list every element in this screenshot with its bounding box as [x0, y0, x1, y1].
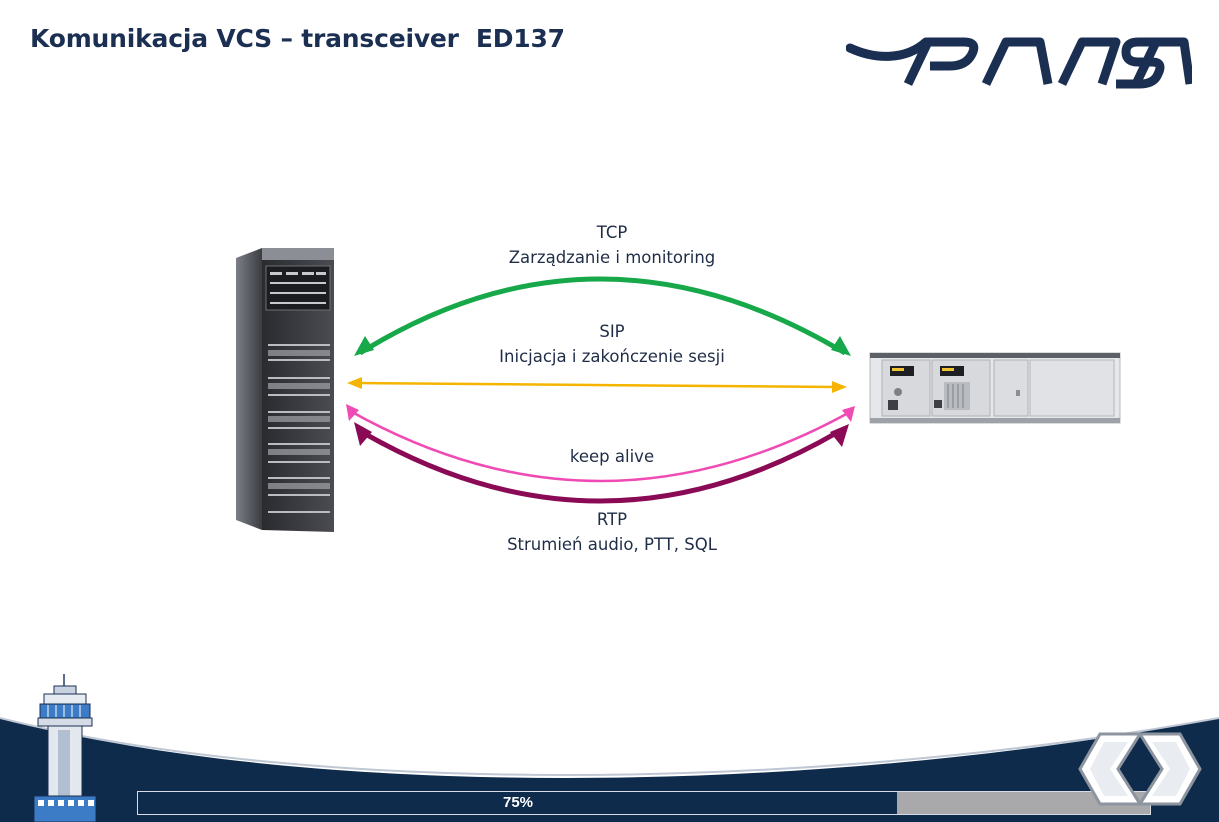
pansa-logo [846, 37, 1192, 89]
next-slide-button[interactable] [1138, 732, 1202, 806]
tcp-description: Zarządzanie i monitoring [508, 248, 716, 267]
sip-description: Inicjacja i zakończenie sesji [499, 347, 725, 366]
rtp-label: RTP Strumień audio, PTT, SQL [412, 507, 812, 557]
progress-bar: 75% [137, 791, 1151, 815]
rtp-arrow [360, 429, 840, 504]
sip-label: SIP Inicjacja i zakończenie sesji [412, 319, 812, 369]
tcp-arrow [358, 276, 847, 356]
progress-fill [138, 792, 897, 814]
rtp-protocol: RTP [596, 510, 628, 529]
tcp-label: TCP Zarządzanie i monitoring [412, 220, 812, 270]
keepalive-arrow [351, 410, 851, 483]
keepalive-label: keep alive [569, 447, 655, 466]
slide-title: Komunikacja VCS – transceiver ED137 [30, 24, 565, 53]
tcp-protocol: TCP [596, 223, 628, 242]
previous-slide-button[interactable] [1078, 732, 1142, 806]
transceiver-device [869, 352, 1121, 424]
vcs-server-rack [236, 248, 334, 532]
sip-protocol: SIP [599, 322, 625, 341]
control-tower-icon [34, 674, 96, 822]
progress-label: 75% [502, 794, 534, 811]
rtp-description: Strumień audio, PTT, SQL [507, 535, 717, 554]
sip-arrow [357, 381, 837, 389]
